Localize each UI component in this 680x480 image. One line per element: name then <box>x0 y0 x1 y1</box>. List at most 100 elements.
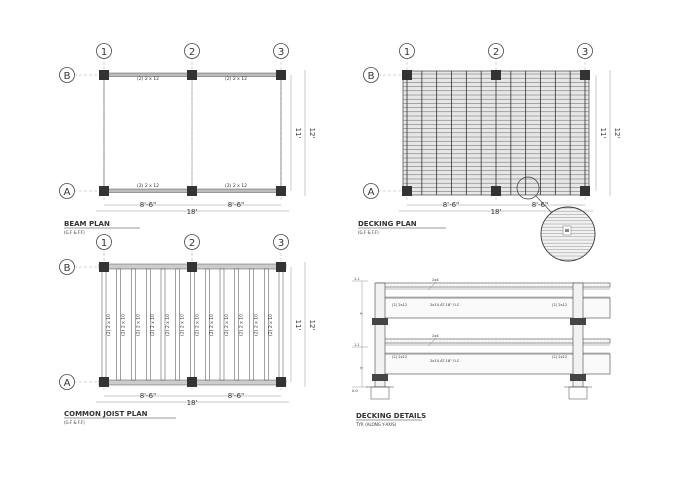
post-b2 <box>187 70 197 80</box>
grid-bubble-1 <box>399 43 415 59</box>
post-a1 <box>402 186 412 196</box>
joist <box>249 268 254 381</box>
dim-upper: 2' <box>359 312 363 315</box>
dim-bay: 8'-6" <box>532 201 549 209</box>
beam-label: (2) 2 x 12 <box>225 76 247 82</box>
joist-label: (2) 2 x 10 <box>150 314 156 336</box>
label-beam: (2) 2x12 <box>552 303 567 307</box>
grid-label-3: 3 <box>582 47 588 58</box>
joist-label: (2) 2 x 10 <box>106 314 112 336</box>
dim-inner: 11' <box>294 128 302 139</box>
post-b3 <box>276 262 286 272</box>
grid-label-2: 2 <box>189 47 195 58</box>
joist <box>264 268 269 381</box>
joist <box>160 268 166 381</box>
label-deck: 2x4 <box>432 278 439 282</box>
joist <box>219 268 225 381</box>
decking-plan: 1 2 3 B A 8'-6" 8'-6" 18' 11' 12' <box>358 43 621 262</box>
grid-bubble-2 <box>184 43 200 59</box>
joist-label: (2) 2 x 10 <box>165 314 171 336</box>
beam-plan: 1 2 3 B A (2) 2 x 12 (2) 2 x 12 (2) 2 x … <box>59 43 316 235</box>
footing-left <box>370 386 390 400</box>
dim-bay: 8'-6" <box>228 201 245 209</box>
grid-bubble-a <box>363 183 379 199</box>
post-cap-left <box>372 374 388 381</box>
grid-bubble-b <box>59 259 75 275</box>
joist <box>146 268 151 381</box>
subtitle-decking-details: TYP. (ALONG Y-AXIS) <box>355 422 397 427</box>
joist-label: (2) 2 x 10 <box>135 314 141 336</box>
grid-bubble-a <box>59 374 75 390</box>
joist <box>131 268 136 381</box>
label-beam: (2) 2x12 <box>552 355 567 359</box>
grid-bubble-3 <box>273 234 289 250</box>
dim-lower: 3' <box>359 366 363 369</box>
grid-label-1: 1 <box>101 238 107 249</box>
post-cap-left <box>372 318 388 325</box>
grid-label-b: B <box>64 71 71 82</box>
dim-outer: 12' <box>308 320 316 331</box>
subtitle-common-joist-plan: (G.F & F.F) <box>64 420 85 425</box>
post-b3 <box>580 70 590 80</box>
dim-bay: 8'-6" <box>140 201 157 209</box>
post-cap-right <box>570 318 586 325</box>
level-bottom: 1.1 <box>354 343 360 347</box>
joist-label: (2) 2 x 10 <box>268 314 274 336</box>
post-a2 <box>491 186 501 196</box>
dim-total: 18' <box>187 399 198 407</box>
post-a3 <box>276 377 286 387</box>
grid-bubble-b <box>59 67 75 83</box>
deck-joists <box>406 71 586 195</box>
dim-inner: 11' <box>599 128 607 139</box>
footing-right <box>568 386 588 400</box>
post-a2 <box>187 377 197 387</box>
grid-bubble-1 <box>96 43 112 59</box>
joists: (2) 2 x 10 (2) 2 x 10 (2) 2 x 10 (2) 2 x 10… <box>101 268 284 381</box>
decking-details: 1.1 1.1 0.0 2' 3' 2x4 2x4 <box>352 277 611 427</box>
post-cap-right <box>570 374 586 381</box>
post-a1 <box>99 186 109 196</box>
post-b1 <box>402 70 412 80</box>
joist <box>190 268 195 381</box>
dim-total: 18' <box>491 208 502 216</box>
post-a2 <box>187 186 197 196</box>
post-a1 <box>99 377 109 387</box>
grid-bubble-b <box>363 67 379 83</box>
joist-label: (2) 2 x 10 <box>224 314 230 336</box>
detail-magnifier <box>540 206 596 262</box>
label-joist-spacing: 2x10 AT 18" O.C <box>430 303 460 307</box>
subtitle-decking-plan: (G.F & F.F) <box>358 230 379 235</box>
grid-label-1: 1 <box>404 47 410 58</box>
joist-label: (2) 2 x 10 <box>194 314 200 336</box>
grid-label-2: 2 <box>189 238 195 249</box>
subtitle-beam-plan: (G.F & F.F) <box>64 230 85 235</box>
dim-inner: 11' <box>294 320 302 331</box>
joist <box>278 268 284 381</box>
post-a3 <box>580 186 590 196</box>
joist-label: (2) 2 x 10 <box>209 314 215 336</box>
grid-bubble-3 <box>577 43 593 59</box>
post-b2 <box>187 262 197 272</box>
joist-label: (2) 2 x 10 <box>253 314 259 336</box>
title-beam-plan: BEAM PLAN <box>64 220 110 228</box>
grid-bubble-1 <box>96 234 112 250</box>
title-common-joist-plan: COMMON JOIST PLAN <box>64 410 148 418</box>
grid-label-3: 3 <box>278 238 284 249</box>
post-right <box>572 282 584 388</box>
grid-label-3: 3 <box>278 47 284 58</box>
beam-label: (2) 2 x 12 <box>225 183 247 189</box>
dim-bay: 8'-6" <box>443 201 460 209</box>
grid-bubble-a <box>59 183 75 199</box>
detail-callout-small <box>516 176 540 200</box>
joist-label: (2) 2 x 10 <box>180 314 186 336</box>
dim-outer: 12' <box>613 128 621 139</box>
level-ground: 0.0 <box>352 389 358 393</box>
post-b1 <box>99 70 109 80</box>
joist <box>116 268 121 381</box>
joist-label: (2) 2 x 10 <box>239 314 245 336</box>
dim-outer: 12' <box>308 128 316 139</box>
title-decking-plan: DECKING PLAN <box>358 220 417 228</box>
dim-total: 18' <box>187 208 198 216</box>
joist <box>101 268 107 381</box>
